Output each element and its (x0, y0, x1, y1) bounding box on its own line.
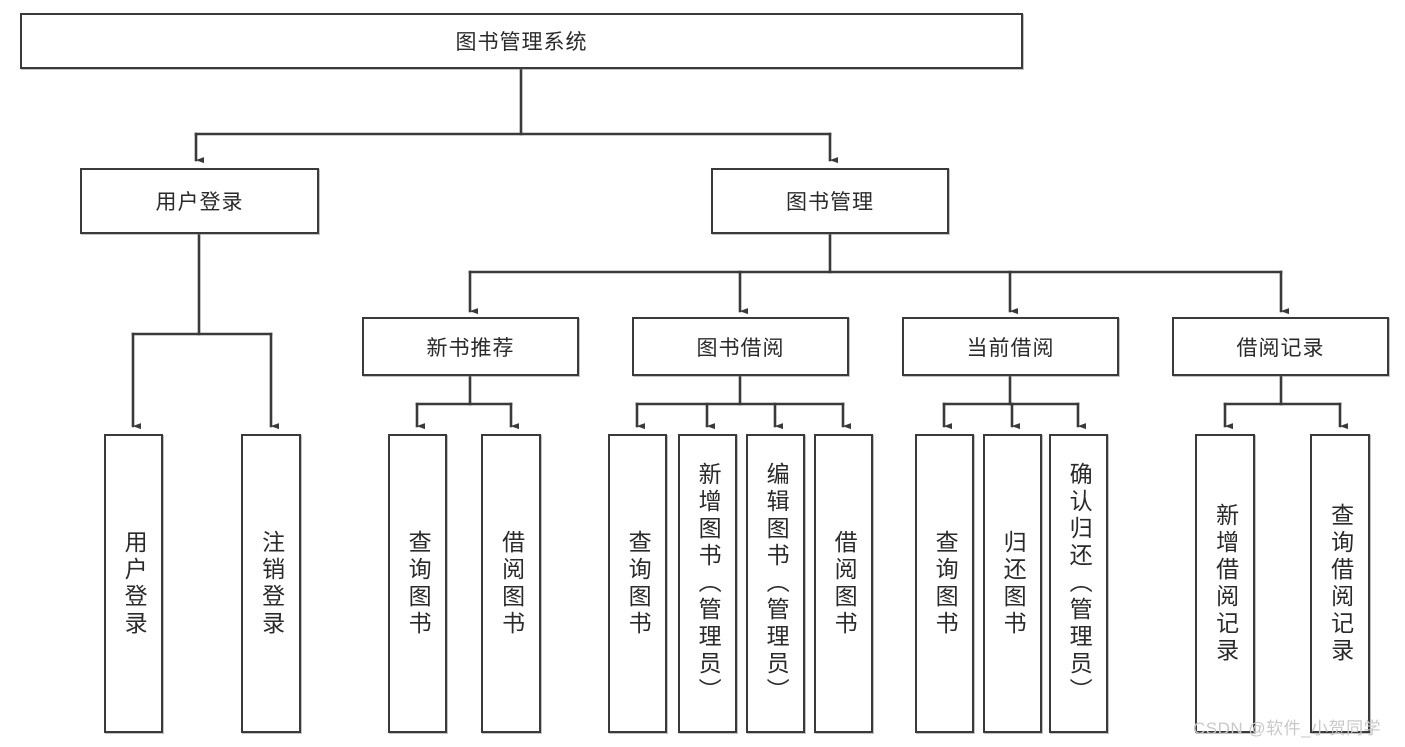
node-book-manage[interactable]: 图书管理 (711, 168, 949, 234)
node-leaf-query-book-3[interactable]: 查询图书 (915, 434, 974, 733)
node-root-system[interactable]: 图书管理系统 (20, 13, 1023, 69)
node-leaf-query-book-2-label: 查询图书 (625, 529, 652, 638)
node-user-login-label: 用户登录 (155, 191, 244, 214)
node-leaf-add-record[interactable]: 新增借阅记录 (1195, 434, 1255, 733)
node-current-borrow[interactable]: 当前借阅 (902, 317, 1119, 376)
node-book-manage-label: 图书管理 (786, 191, 874, 214)
node-leaf-query-record[interactable]: 查询借阅记录 (1310, 434, 1370, 733)
node-book-borrow[interactable]: 图书借阅 (632, 317, 849, 376)
node-leaf-logout-login[interactable]: 注销登录 (241, 434, 301, 733)
node-leaf-borrow-book-1-label: 借阅图书 (498, 529, 525, 638)
node-book-borrow-label: 图书借阅 (696, 336, 785, 360)
node-leaf-add-book-label: 新增图书（管理员） (695, 462, 722, 705)
node-leaf-user-login[interactable]: 用户登录 (104, 434, 163, 733)
node-leaf-borrow-book-2-label: 借阅图书 (831, 529, 858, 638)
node-borrow-record[interactable]: 借阅记录 (1172, 317, 1389, 376)
node-new-book-recommend[interactable]: 新书推荐 (362, 317, 579, 376)
node-root-system-label: 图书管理系统 (455, 31, 588, 54)
node-leaf-return-book-label: 归还图书 (1000, 529, 1027, 638)
node-leaf-logout-login-label: 注销登录 (258, 529, 285, 638)
node-current-borrow-label: 当前借阅 (966, 336, 1055, 360)
node-borrow-record-label: 借阅记录 (1236, 336, 1325, 360)
node-leaf-user-login-label: 用户登录 (121, 529, 148, 638)
node-leaf-query-book-1-label: 查询图书 (405, 529, 432, 638)
node-leaf-query-record-label: 查询借阅记录 (1327, 502, 1354, 665)
node-leaf-query-book-3-label: 查询图书 (932, 529, 959, 638)
node-leaf-query-book-1[interactable]: 查询图书 (388, 434, 447, 733)
node-leaf-borrow-book-1[interactable]: 借阅图书 (481, 434, 541, 733)
node-leaf-borrow-book-2[interactable]: 借阅图书 (814, 434, 873, 733)
node-user-login[interactable]: 用户登录 (80, 168, 319, 234)
node-leaf-return-book[interactable]: 归还图书 (983, 434, 1042, 733)
node-leaf-edit-book-label: 编辑图书（管理员） (763, 462, 790, 705)
node-leaf-confirm-return-label: 确认归还（管理员） (1066, 462, 1093, 705)
node-leaf-add-book[interactable]: 新增图书（管理员） (678, 434, 737, 733)
node-leaf-query-book-2[interactable]: 查询图书 (608, 434, 667, 733)
node-new-book-recommend-label: 新书推荐 (426, 336, 515, 360)
node-leaf-edit-book[interactable]: 编辑图书（管理员） (746, 434, 805, 733)
node-leaf-add-record-label: 新增借阅记录 (1212, 502, 1239, 665)
node-leaf-confirm-return[interactable]: 确认归还（管理员） (1049, 434, 1108, 733)
